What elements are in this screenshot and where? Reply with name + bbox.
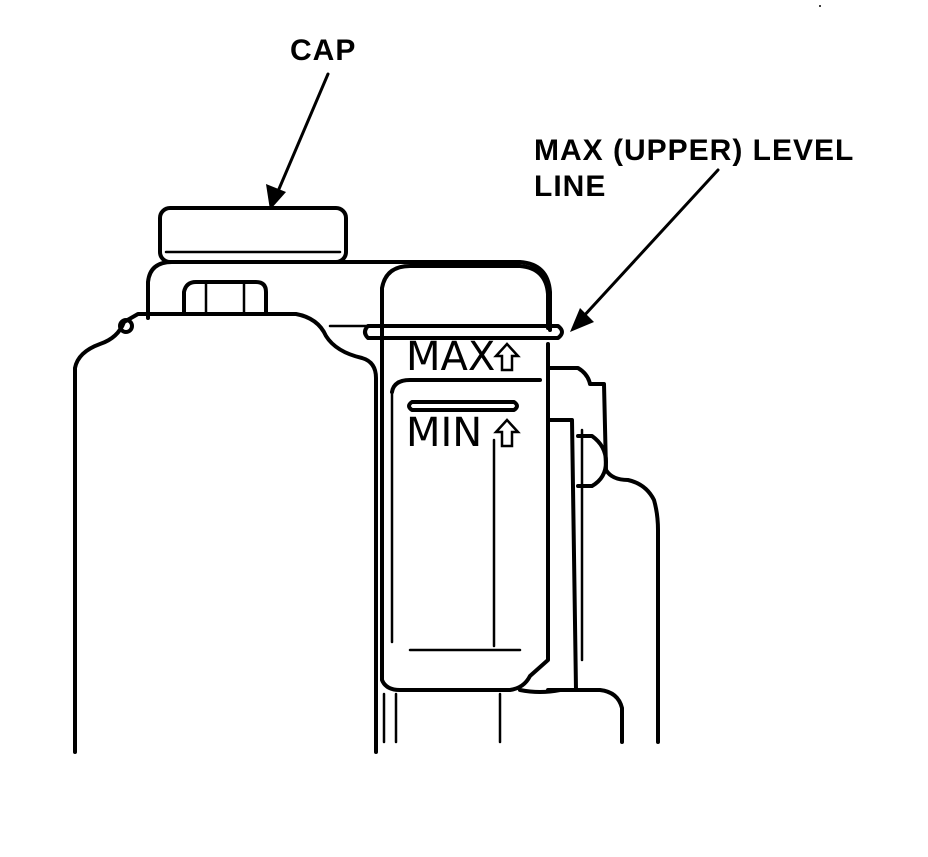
cylinder-body [73, 312, 378, 754]
max-level-pointer-arrow-icon [570, 308, 594, 332]
mounting-bracket [382, 366, 660, 744]
cap-label: CAP [290, 34, 356, 67]
cap-pointer-arrow-icon [266, 184, 286, 210]
speck [819, 5, 821, 7]
max-level-callout: MAX (UPPER) LEVEL LINE [534, 134, 854, 332]
max-level-rib [328, 324, 564, 340]
min-level-rib [407, 400, 519, 412]
max-level-label-line2: LINE [534, 170, 606, 203]
reservoir-markings: MAX MIN [406, 334, 521, 456]
fluid-reservoir [380, 264, 550, 692]
min-marking: MIN [406, 410, 482, 456]
max-marking: MAX [406, 334, 495, 380]
reservoir-cap [158, 206, 348, 264]
reservoir-top-housing [146, 260, 552, 332]
max-level-label-line1: MAX (UPPER) LEVEL [534, 134, 854, 167]
max-up-arrow-icon [493, 342, 521, 372]
min-up-arrow-icon [493, 418, 521, 448]
hex-nut [182, 280, 268, 316]
cap-callout: CAP [266, 34, 356, 210]
